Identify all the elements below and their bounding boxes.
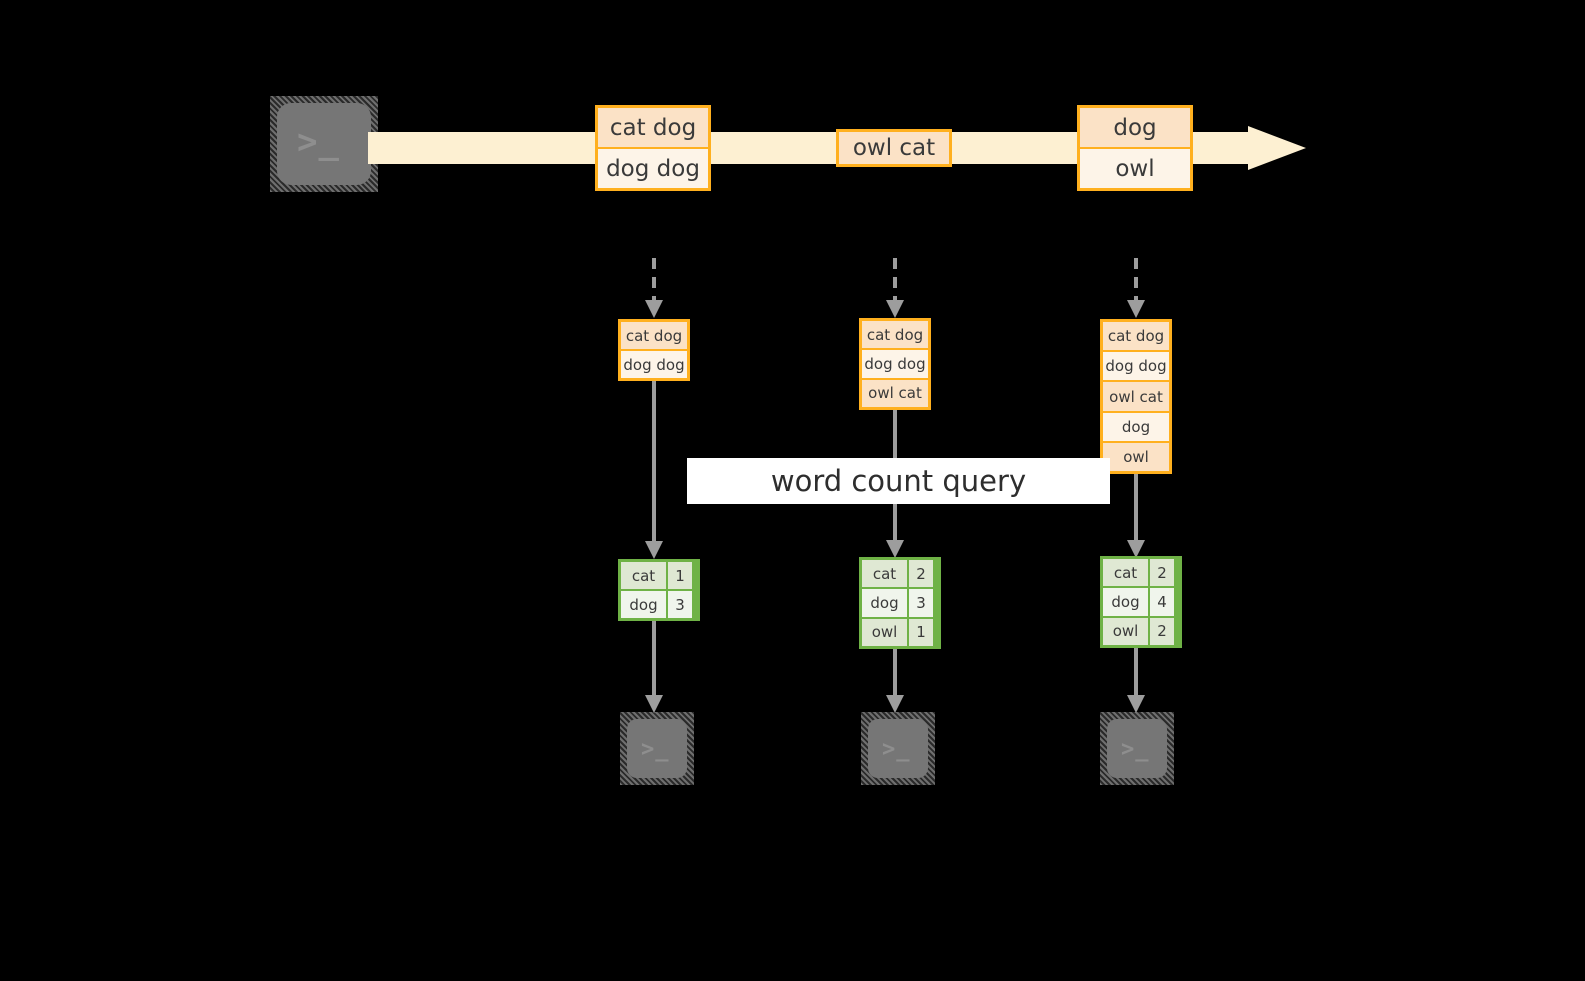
connector-arrowhead-icon: [886, 695, 904, 713]
table-row: owl 2: [1103, 615, 1179, 645]
result-word-cell: dog: [1103, 588, 1148, 616]
result-table-3: cat 2 dog 4 owl 2: [1100, 556, 1182, 648]
connector-arrowhead-icon: [886, 540, 904, 558]
stream-record-2: owl cat: [836, 129, 952, 167]
connector-line: [652, 621, 656, 695]
stream-record-line: cat dog: [598, 108, 708, 147]
result-count-cell: 2: [1148, 559, 1174, 587]
connector-line: [1134, 648, 1138, 695]
snapshot-input-1: cat dog dog dog: [618, 319, 690, 381]
connector-arrowhead-icon: [1127, 695, 1145, 713]
result-count-cell: 3: [907, 589, 933, 617]
table-row: cat 1: [621, 562, 697, 589]
result-count-cell: 3: [666, 591, 692, 618]
table-row: cat 2: [1103, 559, 1179, 587]
result-word-cell: owl: [1103, 617, 1148, 645]
sink-terminal-icon-3: >_: [1100, 712, 1174, 785]
result-table-1: cat 1 dog 3: [618, 559, 700, 621]
terminal-prompt-label: >_: [882, 737, 911, 762]
terminal-prompt-label: >_: [1121, 737, 1150, 762]
result-count-cell: 2: [1148, 617, 1174, 645]
result-table-2: cat 2 dog 3 owl 1: [859, 557, 941, 649]
snapshot-input-line: dog dog: [621, 349, 687, 378]
terminal-prompt-label: >_: [297, 122, 340, 162]
stream-record-line: owl cat: [839, 132, 949, 164]
result-word-cell: dog: [621, 591, 666, 618]
result-word-cell: owl: [862, 618, 907, 646]
query-banner: word count query: [687, 458, 1110, 504]
table-row: dog 3: [621, 589, 697, 618]
result-word-cell: cat: [621, 562, 666, 589]
connector-arrowhead-icon: [886, 300, 904, 318]
snapshot-input-line: dog dog: [1103, 350, 1169, 381]
connector-line: [893, 258, 897, 300]
result-word-cell: dog: [862, 589, 907, 617]
sink-terminal-icon-2: >_: [861, 712, 935, 785]
stream-arrowhead-icon: [1248, 126, 1306, 170]
snapshot-input-line: dog: [1103, 410, 1169, 441]
connector-line: [1134, 474, 1138, 540]
connector-arrowhead-icon: [645, 300, 663, 318]
stream-record-line: dog: [1080, 108, 1190, 147]
connector-line: [893, 649, 897, 695]
connector-arrowhead-icon: [1127, 300, 1145, 318]
stream-record-3: dog owl: [1077, 105, 1193, 191]
terminal-screen: >_: [277, 103, 371, 185]
connector-arrowhead-icon: [645, 695, 663, 713]
stream-record-line: owl: [1080, 147, 1190, 188]
stream-record-1: cat dog dog dog: [595, 105, 711, 191]
snapshot-input-line: cat dog: [862, 321, 928, 349]
snapshot-input-line: cat dog: [621, 322, 687, 349]
table-row: dog 3: [862, 587, 938, 617]
snapshot-input-line: cat dog: [1103, 322, 1169, 351]
source-terminal-icon: >_: [270, 96, 378, 192]
sink-terminal-icon-1: >_: [620, 712, 694, 785]
result-word-cell: cat: [1103, 559, 1148, 587]
connector-arrowhead-icon: [1127, 540, 1145, 558]
connector-line: [652, 258, 656, 300]
terminal-screen: >_: [627, 719, 687, 778]
table-row: cat 2: [862, 560, 938, 588]
result-count-cell: 1: [666, 562, 692, 589]
table-row: owl 1: [862, 616, 938, 646]
stream-record-line: dog dog: [598, 147, 708, 188]
terminal-screen: >_: [868, 719, 928, 778]
connector-line: [652, 381, 656, 541]
snapshot-input-line: owl cat: [862, 377, 928, 407]
query-label: word count query: [770, 464, 1027, 498]
snapshot-input-line: dog dog: [862, 348, 928, 378]
result-count-cell: 2: [907, 560, 933, 588]
result-count-cell: 1: [907, 618, 933, 646]
result-word-cell: cat: [862, 560, 907, 588]
snapshot-input-line: owl cat: [1103, 380, 1169, 411]
result-count-cell: 4: [1148, 588, 1174, 616]
connector-arrowhead-icon: [645, 541, 663, 559]
snapshot-input-line: owl: [1103, 440, 1169, 472]
connector-line: [1134, 258, 1138, 300]
snapshot-input-3: cat dog dog dog owl cat dog owl: [1100, 319, 1172, 474]
table-row: dog 4: [1103, 586, 1179, 616]
terminal-prompt-label: >_: [641, 737, 670, 762]
snapshot-input-2: cat dog dog dog owl cat: [859, 318, 931, 410]
terminal-screen: >_: [1107, 719, 1167, 778]
